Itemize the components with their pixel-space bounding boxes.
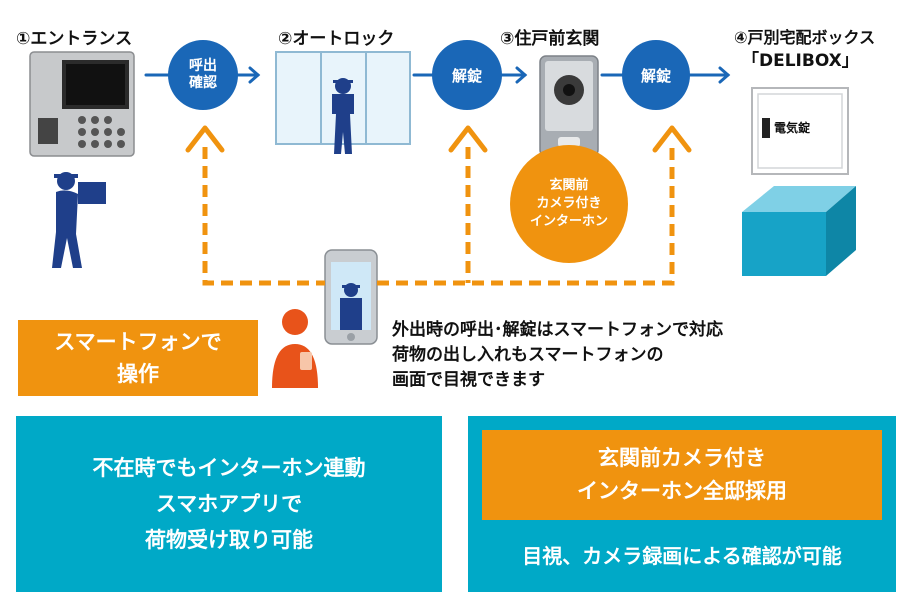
- upward-chevrons: [185, 125, 692, 153]
- unlock-badge-1: 解錠: [432, 40, 502, 110]
- smartphone-icon: [324, 249, 378, 345]
- step-4-text: 戸別宅配ボックス: [747, 28, 876, 47]
- camera-intercom-panel-title: 玄関前カメラ付き インターホン全邸採用: [482, 430, 882, 520]
- electric-lock-label: 電気錠: [774, 121, 811, 135]
- call-confirm-line-2: 確認: [189, 75, 217, 91]
- step-3-number: ③: [500, 29, 515, 49]
- package-box-icon: [742, 186, 856, 276]
- step-4-label: ④戸別宅配ボックス: [734, 24, 875, 48]
- call-confirm-badge: 呼出 確認: [168, 40, 238, 110]
- step-3-label: ③住戸前玄関: [500, 24, 599, 49]
- step-4-number: ④: [734, 28, 748, 47]
- camera-intercom-panel-caption: 目視、カメラ録画による確認が可能: [522, 544, 842, 568]
- delivery-box-cabinet-icon: [751, 87, 849, 175]
- dashed-connector-lines: [202, 147, 675, 286]
- app-integration-line-1: 不在時でもインターホン連動: [92, 456, 366, 480]
- description-line-3: 画面で目視できます: [392, 370, 545, 390]
- camera-intercom-title-line-1: 玄関前カメラ付き: [598, 446, 766, 470]
- smartphone-operation-line-2: 操作: [117, 362, 159, 386]
- camera-intercom-title-line-2: インターホン全邸採用: [577, 479, 787, 503]
- call-confirm-line-1: 呼出: [189, 58, 217, 74]
- step-2-text: オートロック: [292, 29, 395, 49]
- description-text: 外出時の呼出･解錠はスマートフォンで対応 荷物の出し入れもスマートフォンの 画面…: [392, 318, 723, 393]
- description-line-1: 外出時の呼出･解錠はスマートフォンで対応: [392, 320, 723, 340]
- smartphone-operation-line-1: スマートフォンで: [54, 330, 222, 354]
- step-1-number: ①: [16, 29, 31, 49]
- delibox-label: 「DELIBOX」: [742, 51, 859, 71]
- intercom-device-icon: [539, 55, 599, 157]
- camera-intercom-panel: 玄関前カメラ付き インターホン全邸採用 目視、カメラ録画による確認が可能: [468, 416, 896, 592]
- camera-intercom-badge: 玄関前 カメラ付き インターホン: [510, 145, 628, 263]
- camera-intercom-line-3: インターホン: [529, 214, 608, 229]
- step-3-text: 住戸前玄関: [514, 29, 600, 49]
- unlock-badge-2: 解錠: [622, 40, 690, 110]
- camera-intercom-line-1: 玄関前: [549, 178, 589, 193]
- flow-arrows: [144, 66, 731, 84]
- app-integration-line-2: スマホアプリで: [155, 492, 303, 516]
- app-integration-panel: 不在時でもインターホン連動 スマホアプリで 荷物受け取り可能: [16, 416, 442, 592]
- camera-intercom-line-2: カメラ付き: [536, 196, 602, 211]
- step-1-label: ①エントランス: [16, 24, 132, 49]
- autolock-door-icon: [275, 51, 411, 154]
- step-2-label: ②オートロック: [278, 24, 394, 49]
- smartphone-operation-box: スマートフォンで 操作: [18, 320, 258, 396]
- app-integration-line-3: 荷物受け取り可能: [145, 528, 313, 552]
- delivery-person-icon: [52, 172, 106, 268]
- person-with-phone-icon: [272, 309, 318, 388]
- entrance-panel-icon: [29, 51, 135, 157]
- step-2-number: ②: [278, 29, 293, 49]
- description-line-2: 荷物の出し入れもスマートフォンの: [392, 345, 664, 365]
- step-1-text: エントランス: [30, 29, 133, 49]
